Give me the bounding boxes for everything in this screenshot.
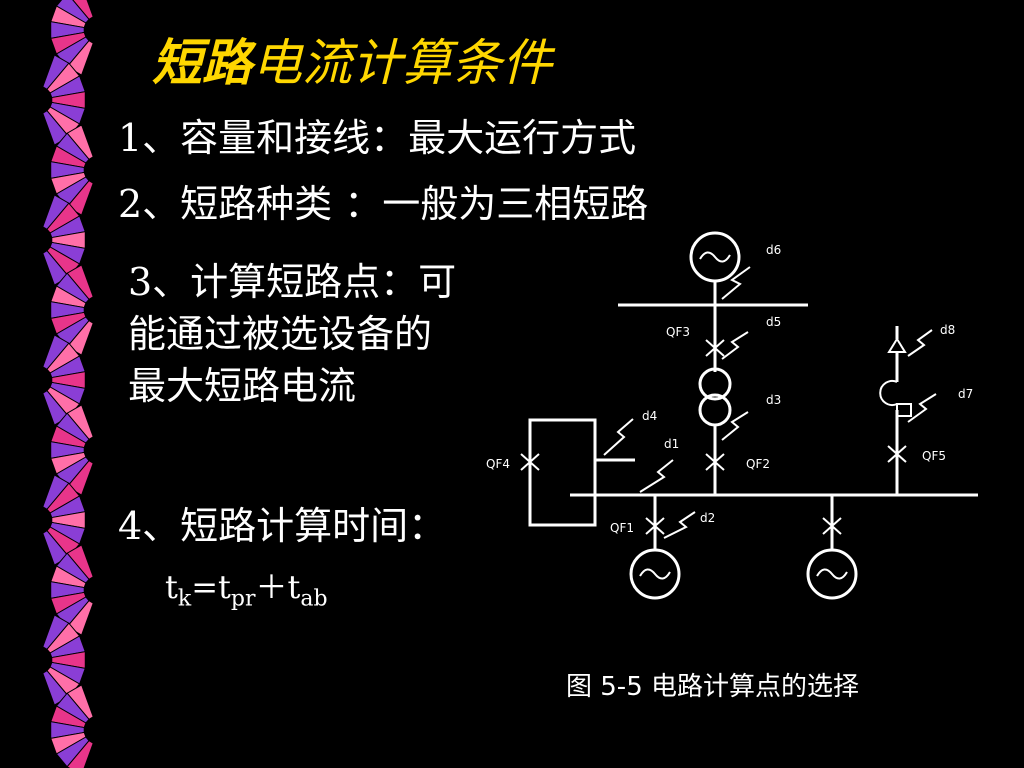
decorative-fan-ribbon — [42, 0, 94, 768]
label-d1: d1 — [664, 437, 679, 451]
ribbon-segment — [42, 530, 70, 566]
ribbon-segment — [66, 40, 94, 76]
ribbon-fan — [50, 264, 94, 356]
slide-title-rest: 电流计算条件 — [252, 34, 552, 92]
formula-sub-pr: pr — [230, 586, 256, 612]
slide-title-bold: 短路 — [152, 34, 252, 92]
ribbon-segment — [42, 250, 70, 286]
label-d2: d2 — [700, 511, 715, 525]
generator-bottom-left — [629, 548, 681, 600]
label-qf4: QF4 — [486, 457, 510, 471]
ribbon-segment — [42, 670, 70, 706]
ribbon-segment — [66, 320, 94, 356]
label-d5: d5 — [766, 315, 781, 329]
formula-sub-ab: ab — [300, 586, 328, 612]
ribbon-fan — [50, 404, 94, 496]
ribbon-fan — [42, 54, 86, 146]
formula-t: t — [165, 568, 178, 606]
figure-caption: 图 5-5 电路计算点的选择 — [566, 672, 859, 702]
time-formula: tk=tpr＋tab — [165, 562, 328, 611]
ribbon-segment — [66, 180, 94, 216]
label-d6: d6 — [766, 243, 781, 257]
ribbon-fan — [42, 474, 86, 566]
slide-title: 短路电流计算条件 — [152, 38, 552, 88]
ribbon-fan — [50, 0, 94, 76]
formula-t-ab: t — [287, 568, 301, 606]
label-qf2: QF2 — [746, 457, 770, 471]
label-qf1: QF1 — [610, 521, 634, 535]
formula-sub-k: k — [177, 586, 192, 612]
label-d4: d4 — [642, 409, 657, 423]
condition-item-4: 4、短路计算时间： — [118, 504, 447, 548]
formula-plus: ＋ — [255, 568, 288, 606]
ribbon-segment — [42, 110, 70, 146]
short-circuit-diagram: d6 d5 QF3 d3 d4 d1 QF2 QF4 QF1 d2 d8 d7 … — [486, 231, 978, 600]
ribbon-segment — [72, 0, 94, 20]
ribbon-fan — [50, 544, 94, 636]
label-qf3: QF3 — [666, 325, 690, 339]
formula-equals: = — [191, 568, 219, 606]
label-d3: d3 — [766, 393, 781, 407]
condition-item-1: 1、容量和接线：最大运行方式 — [118, 116, 637, 160]
ribbon-fan — [42, 614, 86, 706]
transformer-upper — [698, 367, 732, 401]
ribbon-segment — [66, 600, 94, 636]
ribbon-fan — [42, 334, 86, 426]
ribbon-fan — [42, 194, 86, 286]
ribbon-fan — [50, 124, 94, 216]
condition-item-2: 2、短路种类 ：一般为三相短路 — [118, 182, 649, 226]
generator-bottom-right — [806, 548, 858, 600]
label-d7: d7 — [958, 387, 973, 401]
ribbon-segment — [66, 460, 94, 496]
ribbon-segment — [66, 740, 94, 768]
label-qf5: QF5 — [922, 449, 946, 463]
ribbon-segment — [42, 390, 70, 426]
condition-item-3: 3、计算短路点：可能通过被选设备的最大短路电流 — [128, 260, 457, 408]
ribbon-fan — [50, 684, 94, 768]
label-d8: d8 — [940, 323, 955, 337]
formula-t-pr: t — [218, 568, 231, 606]
